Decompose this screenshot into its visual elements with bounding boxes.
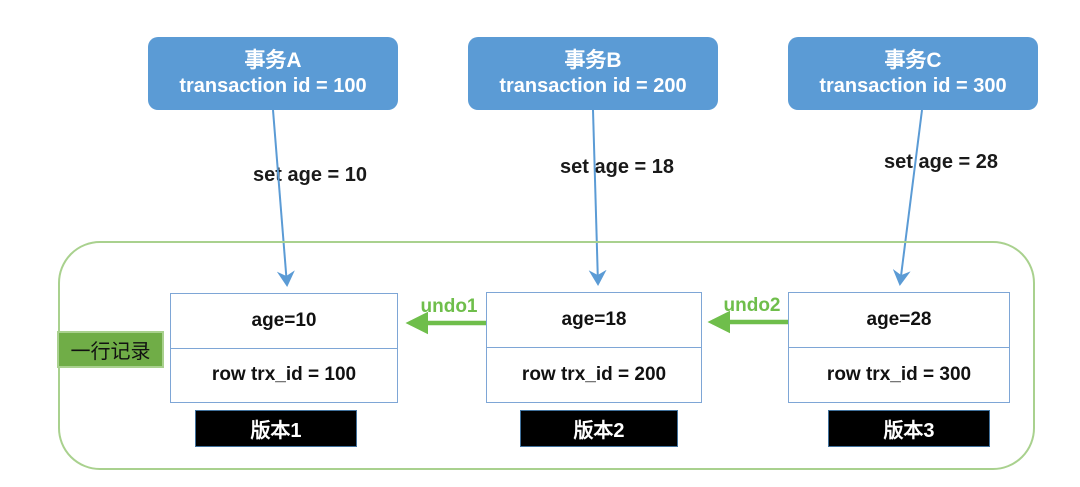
transaction-b-box: 事务B transaction id = 200 [468, 37, 718, 110]
version2-trx-id: row trx_id = 200 [521, 364, 667, 385]
undo1-label: undo1 [420, 296, 478, 317]
transaction-c-box: 事务C transaction id = 300 [788, 37, 1038, 110]
version3-box: age=28 row trx_id = 300 [788, 292, 1010, 403]
transaction-b-id: transaction id = 200 [499, 75, 687, 98]
transaction-a-box: 事务A transaction id = 100 [148, 37, 398, 110]
version1-tag: 版本1 [195, 410, 357, 447]
transaction-c-id: transaction id = 300 [819, 75, 1007, 98]
transaction-a-id: transaction id = 100 [179, 75, 367, 98]
version3-tag: 版本3 [828, 410, 990, 447]
version2-age: age=18 [487, 293, 701, 348]
version3-trx-id: row trx_id = 300 [826, 364, 972, 385]
set-age-label-b: set age = 18 [560, 156, 674, 178]
set-age-label-c: set age = 28 [884, 151, 998, 173]
row-record-label: 一行记录 [57, 331, 164, 368]
version1-box: age=10 row trx_id = 100 [170, 293, 398, 403]
transaction-a-title: 事务A [244, 48, 302, 72]
version2-tag: 版本2 [520, 410, 678, 447]
version1-trx-id: row trx_id = 100 [211, 364, 357, 386]
transaction-c-title: 事务C [884, 48, 942, 72]
undo2-label: undo2 [723, 295, 781, 316]
transaction-b-title: 事务B [564, 48, 622, 72]
set-age-label-a: set age = 10 [253, 164, 367, 186]
version1-age: age=10 [171, 294, 397, 349]
version2-box: age=18 row trx_id = 200 [486, 292, 702, 403]
version3-age: age=28 [789, 293, 1009, 348]
